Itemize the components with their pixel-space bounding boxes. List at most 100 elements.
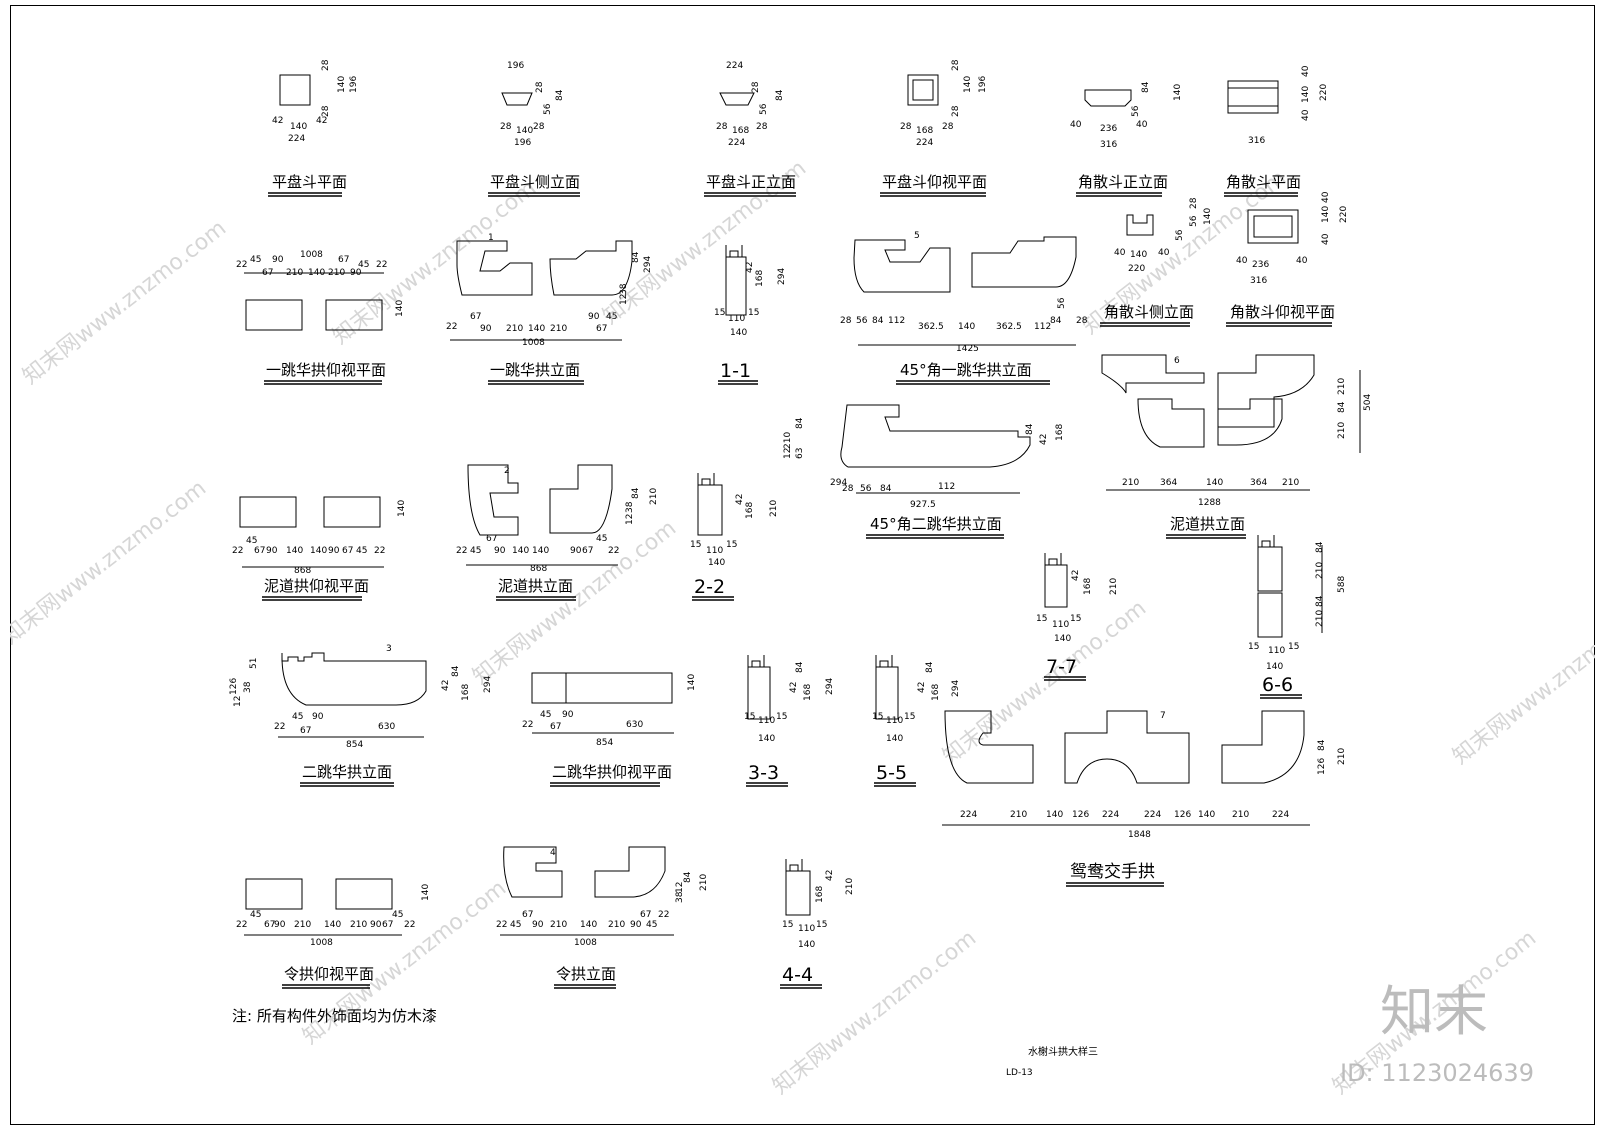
jiaosandou-front-shape [1084, 89, 1132, 107]
dimension-label: 224 [960, 810, 977, 820]
dimension-label: 210 [845, 878, 855, 895]
dimension-label: 28 [533, 122, 545, 132]
dimension-label: 22 [236, 260, 247, 270]
dimension-label: 224 [1102, 810, 1119, 820]
dimension-label: 28 [751, 81, 761, 93]
dimension-label: 15 [714, 308, 725, 318]
ertiao-elev [281, 652, 427, 706]
dimension-label: 45 [596, 534, 607, 544]
dimension-label: 140 [886, 734, 903, 744]
dimension-label: 12 [675, 882, 685, 893]
dimension-label: 112 [888, 316, 905, 326]
dimension-label: 22 [274, 722, 285, 732]
dimension-label: 630 [378, 722, 395, 732]
dimension-label: 22 [522, 720, 533, 730]
dimension-label: 868 [294, 566, 311, 576]
dimension-label: 140 [512, 546, 529, 556]
dimension-label: 210 [1337, 378, 1347, 395]
dimension-label: 168 [931, 684, 941, 701]
dimension-label: 84 [1315, 541, 1325, 553]
dimension-label: 140 [730, 328, 747, 338]
dimension-label: 15 [816, 920, 827, 930]
section-title: 6-6 [1262, 674, 1293, 696]
dimension-label: 110 [798, 924, 815, 934]
pingpandou-soffit-shape [907, 74, 939, 106]
dimension-label: 168 [916, 126, 933, 136]
dimension-label: 40 [1236, 256, 1248, 266]
dimension-label: 67 [300, 726, 311, 736]
dimension-label: 56 [543, 103, 553, 115]
dimension-label: 45 [358, 260, 369, 270]
dimension-label: 168 [732, 126, 749, 136]
dimension-label: 28 [321, 59, 331, 71]
dimension-label: 84 [683, 871, 693, 883]
dimension-label: 140 [687, 674, 697, 691]
dimension-label: 15 [1248, 642, 1259, 652]
dimension-label: 210 [294, 920, 311, 930]
watermark-text: 知末网www.znzmo.com [1448, 596, 1595, 770]
section-7-7-shape [1044, 553, 1068, 608]
dimension-label: 1008 [310, 938, 333, 948]
dimension-label: 588 [1337, 576, 1347, 593]
section-5-5-shape [875, 655, 899, 720]
dimension-label: 28 [1189, 197, 1199, 209]
dimension-label: 38 [243, 681, 253, 693]
dimension-label: 67 [640, 910, 651, 920]
section-title: 7-7 [1046, 656, 1077, 678]
drawing-sheet: 知末网www.znzmo.com 知末网www.znzmo.com 知末网www… [0, 5, 1600, 1125]
dimension-label: 28 [1076, 316, 1088, 326]
dimension-label: 294 [483, 676, 493, 693]
dimension-label: 28 [535, 81, 545, 93]
dimension-label: 22 [658, 910, 669, 920]
dimension-label: 22 [232, 546, 243, 556]
dimension-label: 140 [516, 126, 533, 136]
dimension-label: 90 [494, 546, 506, 556]
view-title: 令拱立面 [556, 965, 616, 983]
dimension-label: 28 [842, 484, 854, 494]
dimension-label: 12 [233, 696, 243, 707]
dimension-label: 140 [1198, 810, 1215, 820]
dimension-label: 112 [1034, 322, 1051, 332]
dimension-label: 210 [1109, 578, 1119, 595]
dimension-label: 140 [421, 884, 431, 901]
dimension-label: 56 [1131, 105, 1141, 117]
dimension-label: 38 [619, 283, 629, 295]
dimension-label: 67 [486, 534, 497, 544]
dimension-label: 45 [246, 536, 257, 546]
dimension-label: 1008 [522, 338, 545, 348]
view-title: 角散斗平面 [1226, 173, 1301, 191]
dimension-label: 42 [735, 494, 745, 505]
yitiao45-elev-left [853, 239, 951, 293]
dimension-label: 28 [900, 122, 912, 132]
pingpandou-plan-shape [279, 74, 311, 106]
title-underlines [262, 192, 1332, 989]
dimension-label: 90 [480, 324, 492, 334]
dimension-label: 140 [290, 122, 307, 132]
section-title: 4-4 [782, 964, 813, 986]
dimension-label: 42 [745, 262, 755, 273]
dimension-label: 40 [1158, 248, 1170, 258]
dimension-label: 15 [690, 540, 701, 550]
dimension-label: 126 [1174, 810, 1191, 820]
dimension-label: 210 [1010, 810, 1027, 820]
dimension-label: 140 [1321, 206, 1331, 223]
pingpandou-soffit-inner [912, 79, 934, 101]
view-title: 二跳华拱仰视平面 [552, 763, 672, 781]
dimension-label: 42 [272, 116, 283, 126]
dimension-label: 210 [649, 488, 659, 505]
linggong-elev-left [503, 846, 563, 898]
section-2-2-shape [697, 473, 723, 536]
dimension-label: 84 [631, 251, 641, 263]
section-mark: 1 [488, 233, 494, 243]
dimension-label: 45 [250, 255, 261, 265]
view-title: 一跳华拱仰视平面 [266, 361, 386, 379]
dimension-label: 196 [514, 138, 531, 148]
dimension-label: 28 [321, 105, 331, 117]
dimension-label: 38 [625, 501, 635, 513]
dimension-label: 84 [1315, 595, 1325, 607]
dimension-label: 51 [249, 658, 259, 669]
dimension-label: 196 [978, 76, 988, 93]
dimension-label: 140 [397, 500, 407, 517]
pingpandou-front-shape [719, 92, 755, 106]
view-title: 角散斗仰视平面 [1230, 303, 1335, 321]
